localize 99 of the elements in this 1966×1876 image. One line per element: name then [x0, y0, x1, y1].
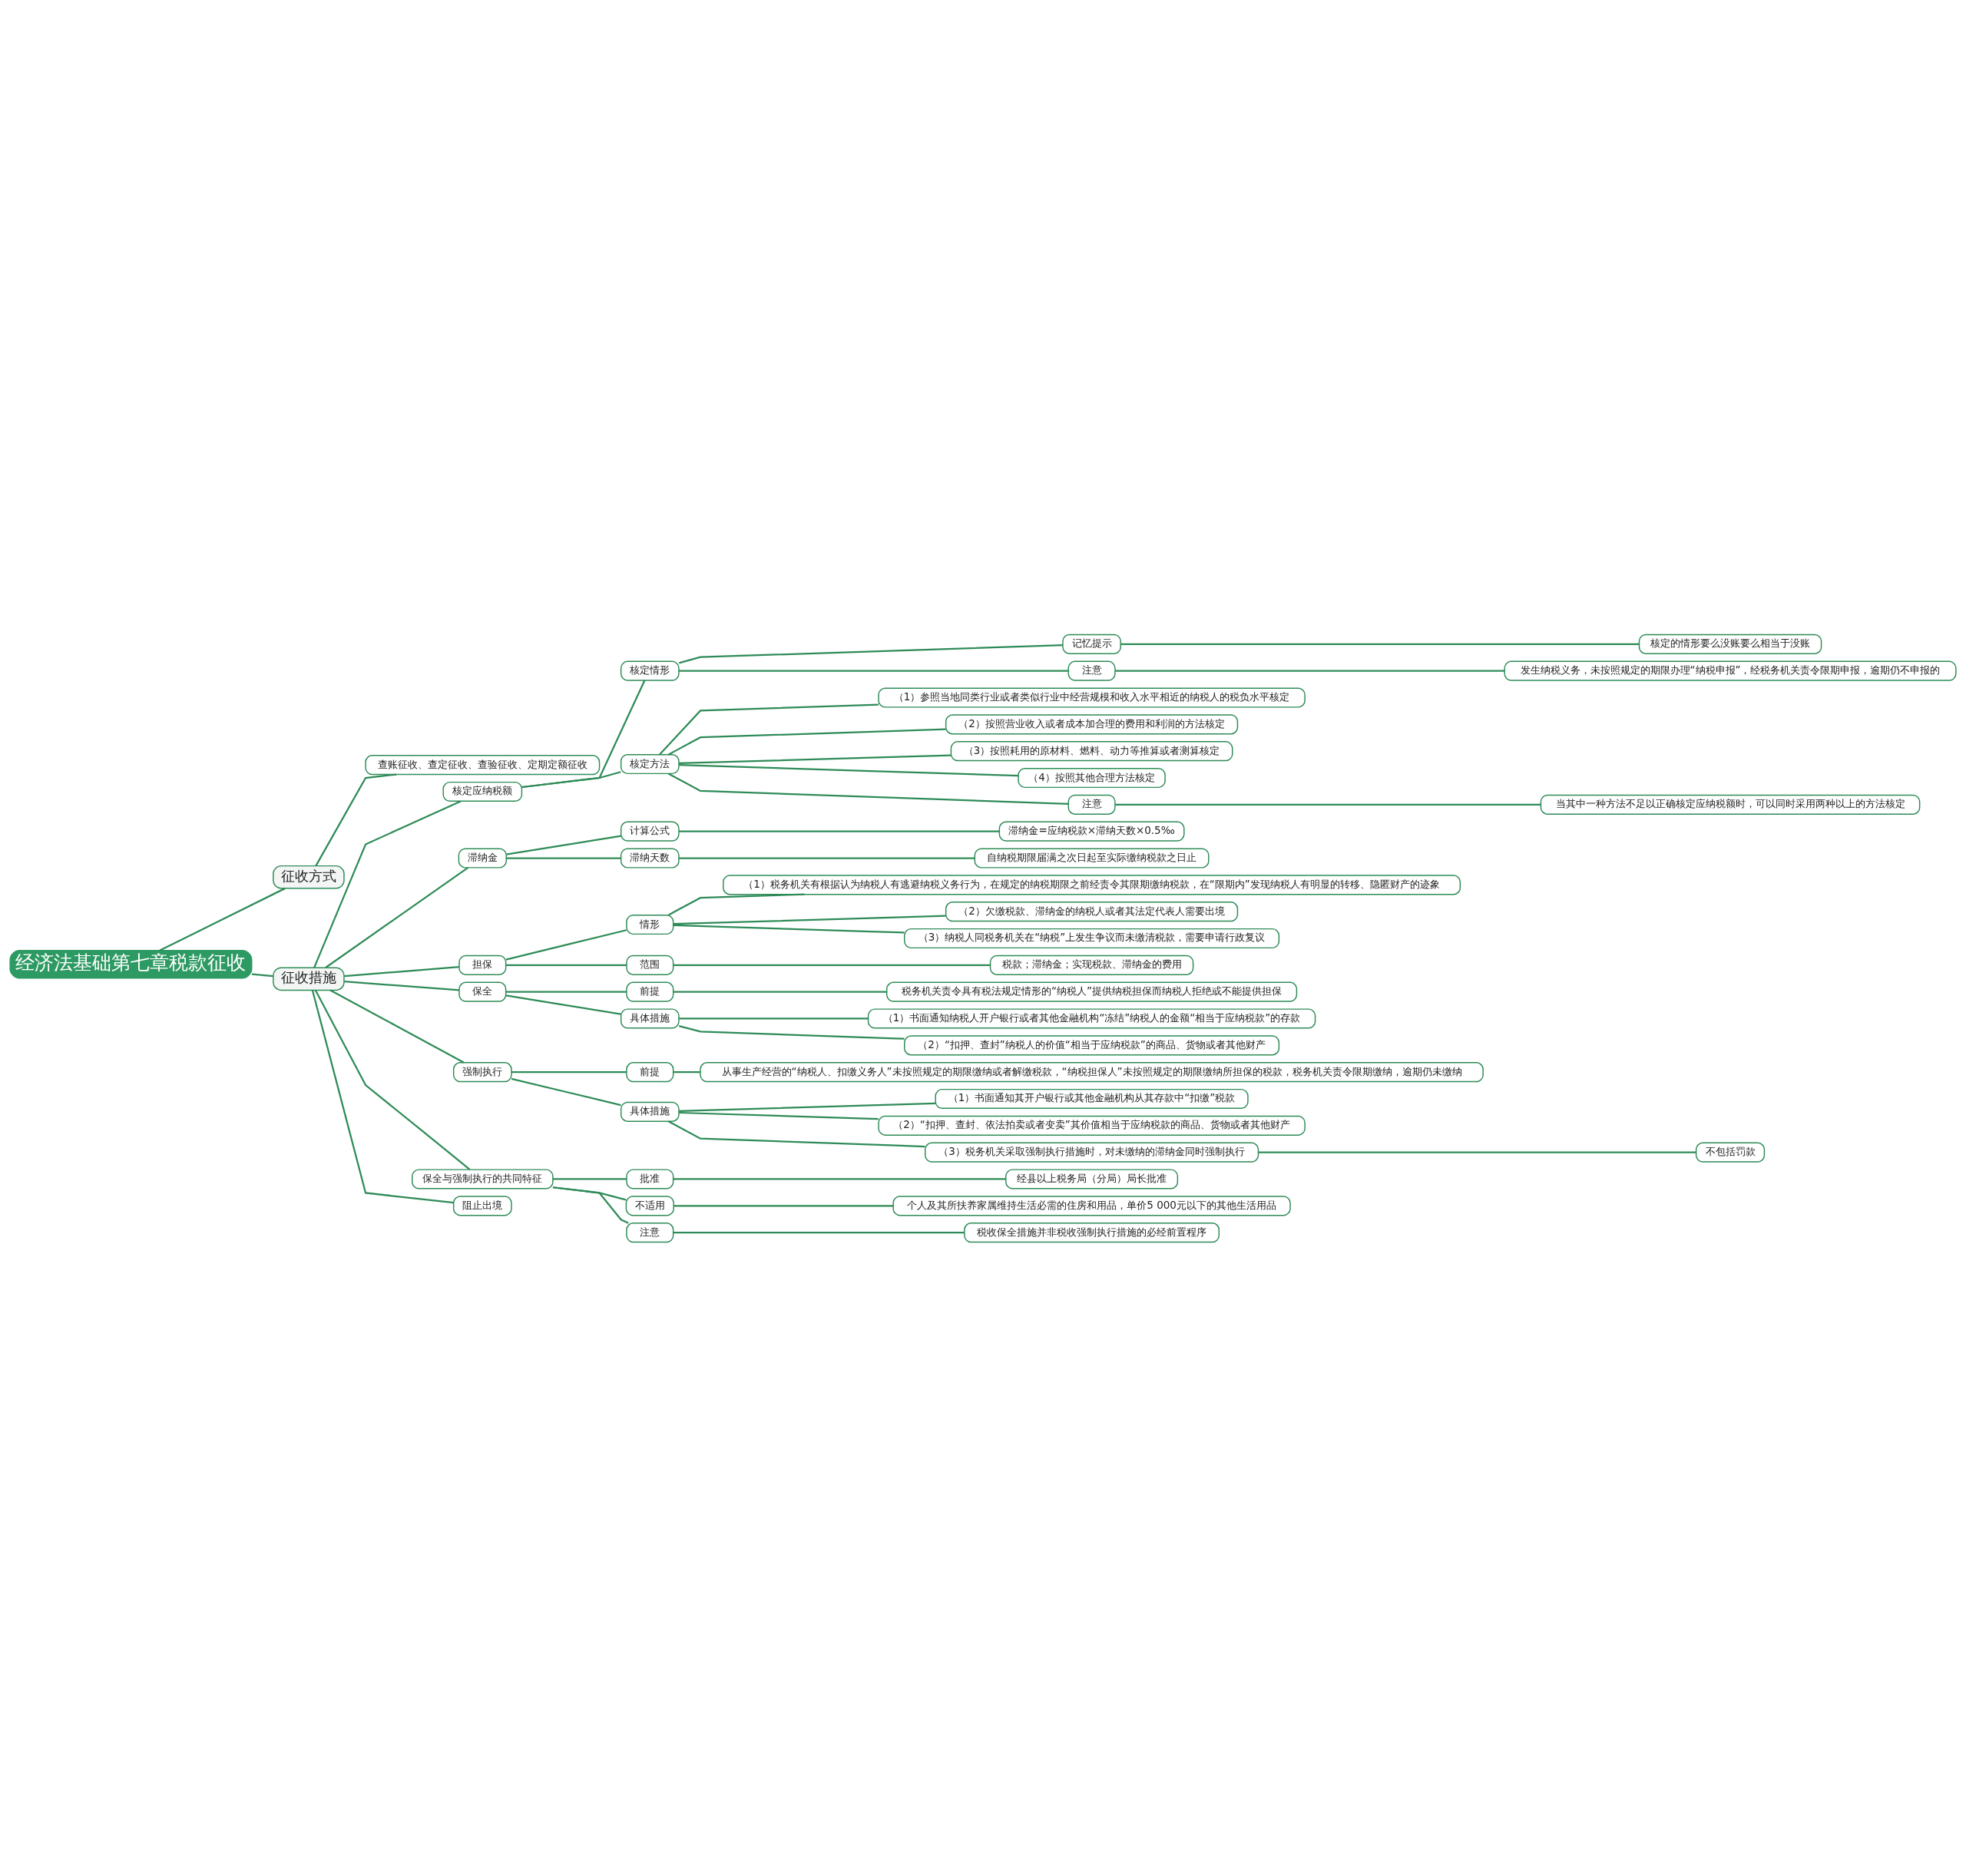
connector: [521, 680, 646, 788]
node-box: 征收措施: [273, 966, 345, 991]
connector: [674, 991, 887, 993]
connector: [667, 893, 805, 916]
node-box: （1）参照当地同类行业或者类似行业中经营规模和收入水平相近的纳税人的税负水平核定: [878, 687, 1306, 708]
node-box: （2）“扣押、查封、依法拍卖或者变卖”其价值相当于应纳税款的商品、货物或者其他财产: [878, 1115, 1306, 1136]
connector: [678, 1024, 905, 1040]
node-box: 税务机关责令具有税法规定情形的“纳税人”提供纳税担保而纳税人拒绝或不能提供担保: [886, 981, 1298, 1002]
node-box: （1）书面通知纳税人开户银行或者其他金融机构“冻结”纳税人的金额“相当于应纳税款”的存款: [867, 1007, 1316, 1029]
connector: [506, 856, 621, 859]
connector: [159, 887, 286, 951]
node-box: 保全: [458, 981, 507, 1002]
node-box: 担保: [458, 955, 507, 975]
node-box: （3）纳税人同税务机关在“纳税”上发生争议而未缴清税款，需要申请行政复议: [904, 928, 1280, 948]
node-box: （1）书面通知其开户银行或其他金融机构从其存款中“扣缴”税款: [935, 1088, 1249, 1109]
connector: [679, 670, 1069, 672]
node-box: 计算公式: [620, 821, 680, 842]
connector: [667, 1120, 925, 1147]
node-box: 经济法基础第七章税款征收: [9, 949, 253, 978]
connector: [505, 928, 627, 961]
node-box: （1）税务机关有根据认为纳税人有逃避纳税义务行为，在规定的纳税期限之前经责令其限期缴纳税款，在“限期内”发现纳税人有明显的转移、隐匿财产的迹象: [723, 874, 1461, 895]
node-box: （3）按照耗用的原材料、燃料、动力等推算或者测算核定: [950, 740, 1233, 761]
node-box: 核定应纳税额: [442, 781, 523, 802]
connector: [325, 866, 469, 968]
connector: [659, 703, 879, 755]
node-box: 税收保全措施并非税收强制执行措施的必经前置程序: [964, 1222, 1220, 1242]
node-box: 从事生产经营的“纳税人、扣缴义务人”未按照规定的期限缴纳或者解缴税款，“纳税担保人”未按照规定的期限缴纳所担保的税款，税务机关责令限期缴纳，逾期仍未缴纳: [700, 1061, 1484, 1082]
connector: [679, 1017, 869, 1020]
node-box: 记忆提示: [1062, 634, 1121, 654]
node-box: （2）欠缴税款、滞纳金的纳税人或者其法定代表人需要出境: [945, 901, 1239, 921]
connector: [506, 964, 627, 966]
connector: [344, 980, 460, 991]
node-box: 前提: [626, 1061, 674, 1082]
connector: [674, 1204, 894, 1206]
connector: [506, 991, 627, 993]
node-box: 经县以上税务局（分局）局长批准: [1005, 1168, 1179, 1189]
connector: [313, 799, 462, 968]
connector: [511, 1070, 627, 1073]
node-box: 注意: [1067, 660, 1116, 681]
connector: [521, 770, 621, 788]
connector: [251, 973, 273, 977]
node-box: 征收方式: [273, 865, 345, 889]
connector: [505, 994, 621, 1015]
node-box: 强制执行: [452, 1061, 512, 1082]
connector: [1115, 670, 1504, 672]
node-box: 注意: [1067, 794, 1116, 815]
connector: [314, 989, 471, 1170]
node-box: 阻止出境: [452, 1195, 512, 1216]
node-box: 注意: [626, 1222, 674, 1242]
connector: [506, 834, 621, 855]
connector: [667, 772, 1068, 805]
connector: [329, 988, 465, 1064]
connector: [1120, 643, 1640, 645]
connector: [552, 1186, 629, 1224]
node-box: 核定方法: [620, 753, 680, 774]
connector: [674, 964, 991, 966]
node-box: 范围: [626, 955, 674, 975]
connector: [674, 924, 905, 933]
connector: [1258, 1151, 1696, 1153]
connector: [344, 965, 460, 977]
node-box: 核定情形: [620, 660, 680, 681]
node-box: 查账征收、查定征收、查验征收、定期定额征收: [365, 754, 601, 775]
node-box: 当其中一种方法不足以正确核定应纳税额时，可以同时采用两种以上的方法核定: [1540, 794, 1921, 815]
connector: [679, 753, 952, 764]
node-box: （2）按照营业收入或者成本加合理的费用和利润的方法核定: [945, 713, 1239, 734]
node-box: 不包括罚款: [1695, 1142, 1766, 1163]
node-box: 个人及其所扶养家属维持生活必需的住房和用品，单价5 000元以下的其他生活用品: [892, 1195, 1291, 1216]
connector: [315, 773, 397, 866]
connector: [678, 644, 1063, 664]
node-box: 发生纳税义务，未按照规定的期限办理“纳税申报”，经税务机关责令限期申报，逾期仍不申报的: [1504, 660, 1957, 681]
connector: [511, 1077, 621, 1106]
node-box: 滞纳天数: [620, 847, 680, 869]
connector: [553, 1177, 627, 1180]
connector: [679, 830, 1000, 832]
node-box: 情形: [626, 914, 674, 935]
connector: [679, 1111, 879, 1120]
node-box: 保全与强制执行的共同特征: [412, 1168, 554, 1189]
connector: [1115, 803, 1541, 806]
node-box: （3）税务机关采取强制执行措施时，对未缴纳的滞纳金同时强制执行: [925, 1142, 1259, 1163]
connector: [674, 1070, 700, 1073]
node-box: 滞纳金: [458, 847, 507, 869]
connector: [679, 1102, 935, 1112]
node-box: 具体措施: [620, 1101, 680, 1122]
connector: [667, 728, 946, 756]
connector: [679, 763, 1018, 776]
node-box: 批准: [626, 1168, 674, 1189]
connector: [674, 1177, 1006, 1180]
node-box: 前提: [626, 981, 674, 1002]
connector: [311, 990, 454, 1203]
node-box: 税款；滞纳金；实现税款、滞纳金的费用: [989, 955, 1194, 975]
node-box: 不适用: [625, 1195, 674, 1216]
node-box: 核定的情形要么没账要么相当于没账: [1638, 634, 1822, 654]
node-box: （4）按照其他合理方法核定: [1018, 767, 1166, 788]
node-box: 滞纳金=应纳税款×滞纳天数×0.5‰: [998, 821, 1185, 842]
connector: [679, 856, 975, 859]
node-box: 具体措施: [620, 1007, 680, 1029]
node-box: （2）“扣押、查封”纳税人的价值“相当于应纳税款”的商品、货物或者其他财产: [904, 1034, 1280, 1055]
connector: [674, 1231, 965, 1233]
node-box: 自纳税期限届满之次日起至实际缴纳税款之日止: [974, 847, 1210, 869]
